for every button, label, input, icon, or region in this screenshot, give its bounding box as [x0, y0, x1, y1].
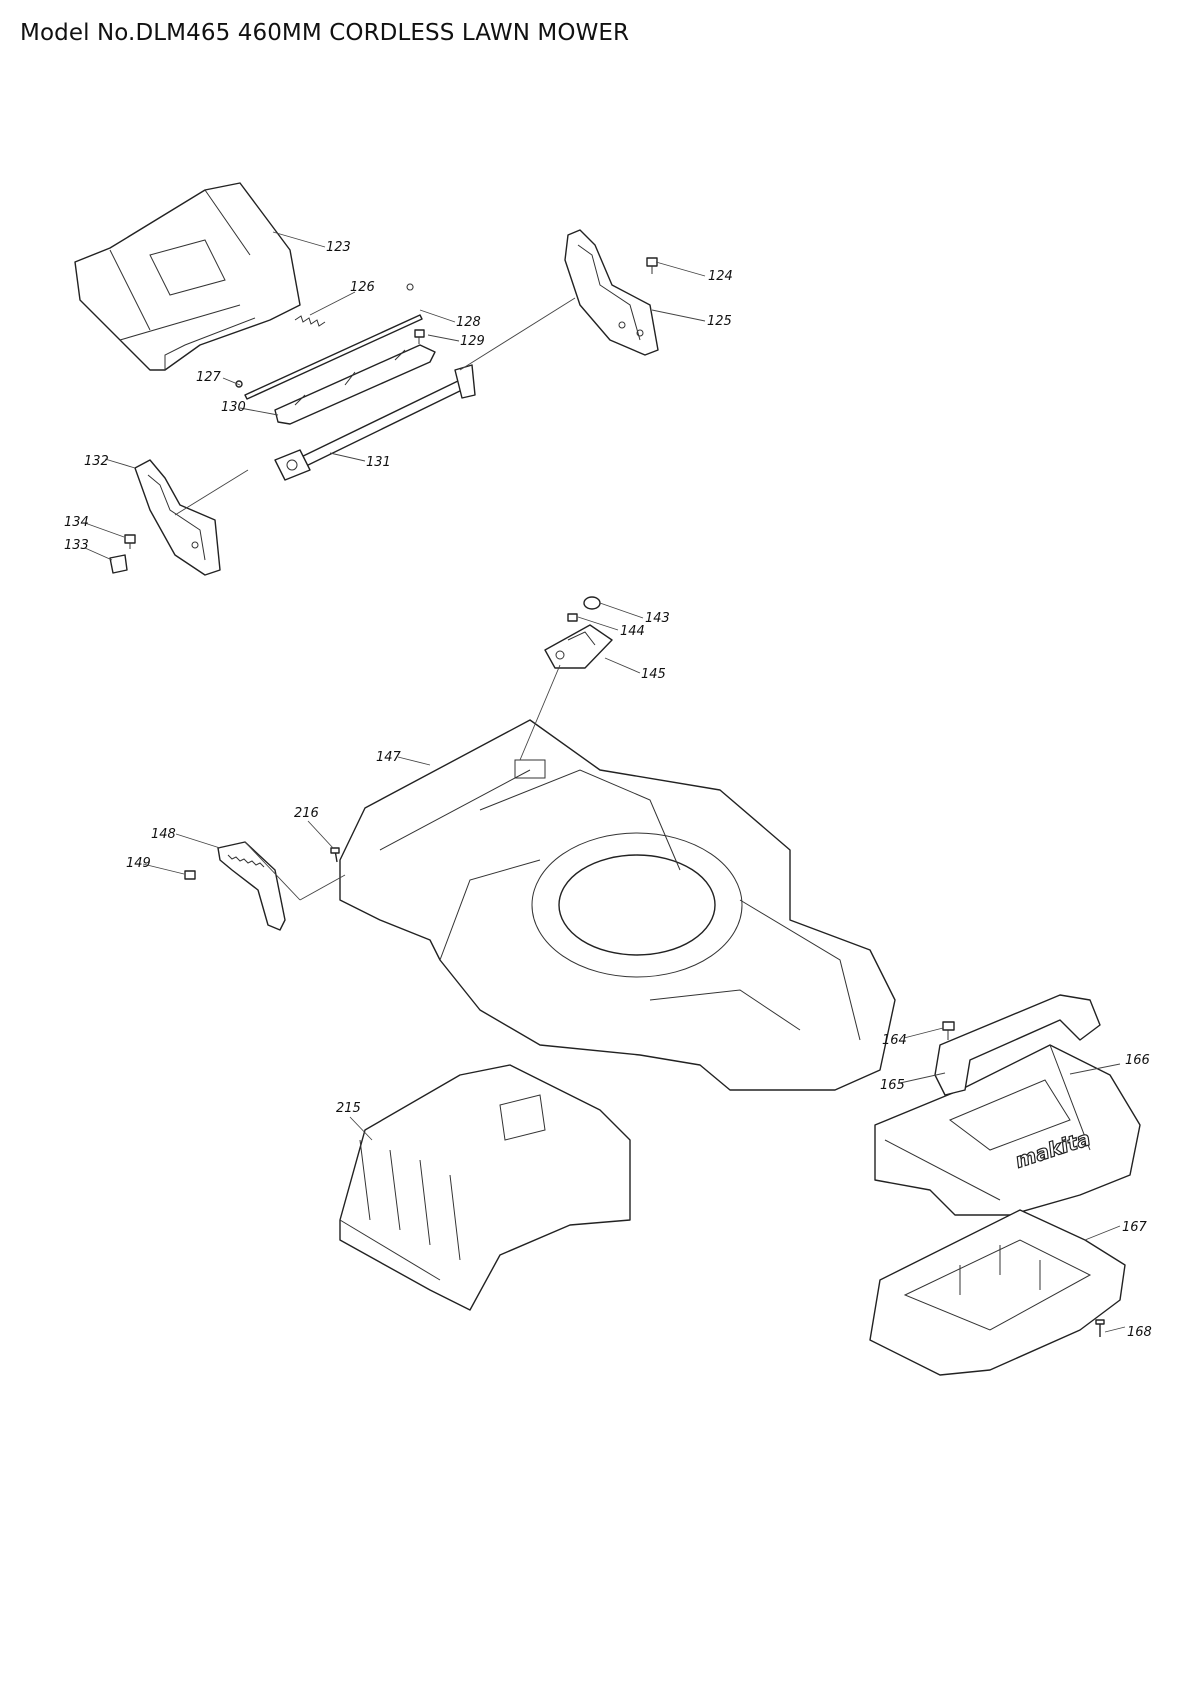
part-124-screw[interactable] — [646, 257, 658, 274]
part-216-screw[interactable] — [330, 847, 340, 863]
label-165[interactable]: 165 — [880, 1078, 905, 1093]
part-215-rear-flap[interactable] — [339, 1064, 631, 1311]
label-164[interactable]: 164 — [882, 1033, 907, 1048]
part-167-battery-tray[interactable] — [869, 1209, 1126, 1376]
label-133[interactable]: 133 — [64, 538, 89, 553]
part-134-screw[interactable] — [124, 534, 136, 549]
label-130[interactable]: 130 — [221, 400, 246, 415]
page-title: Model No.DLM465 460MM CORDLESS LAWN MOWE… — [20, 20, 630, 46]
label-126[interactable]: 126 — [350, 280, 375, 295]
label-131[interactable]: 131 — [366, 455, 391, 470]
label-123[interactable]: 123 — [326, 240, 351, 255]
part-129-screw[interactable] — [414, 329, 425, 344]
part-168-screw[interactable] — [1095, 1319, 1105, 1337]
part-128-rod[interactable] — [244, 283, 423, 400]
part-165-handle[interactable] — [934, 994, 1101, 1096]
label-124[interactable]: 124 — [708, 269, 733, 284]
part-148-rack[interactable] — [217, 841, 286, 931]
label-145[interactable]: 145 — [641, 667, 666, 682]
part-133-clip[interactable] — [109, 554, 128, 574]
part-125-bracket-right[interactable] — [564, 229, 659, 356]
part-164-screw[interactable] — [942, 1021, 955, 1040]
label-144[interactable]: 144 — [620, 624, 645, 639]
label-216[interactable]: 216 — [294, 806, 319, 821]
part-143-knob[interactable] — [583, 596, 601, 610]
part-147-deck[interactable] — [339, 719, 896, 1091]
label-134[interactable]: 134 — [64, 515, 89, 530]
label-132[interactable]: 132 — [84, 454, 109, 469]
part-130-hinge-plate[interactable] — [274, 344, 436, 425]
label-129[interactable]: 129 — [460, 334, 485, 349]
part-145-lever[interactable] — [544, 624, 613, 669]
label-168[interactable]: 168 — [1127, 1325, 1152, 1340]
part-131-axle[interactable] — [274, 364, 476, 481]
label-128[interactable]: 128 — [456, 315, 481, 330]
label-166[interactable]: 166 — [1125, 1053, 1150, 1068]
label-147[interactable]: 147 — [376, 750, 402, 765]
part-132-bracket-left[interactable] — [134, 459, 221, 576]
label-143[interactable]: 143 — [645, 611, 670, 626]
leader-lines — [84, 231, 1126, 1333]
label-148[interactable]: 148 — [151, 827, 176, 842]
part-labels: 123 124 125 126 127 128 129 130 131 132 … — [64, 240, 1152, 1340]
label-149[interactable]: 149 — [126, 856, 151, 871]
part-127-clip[interactable] — [235, 380, 243, 388]
label-127[interactable]: 127 — [196, 370, 222, 385]
label-125[interactable]: 125 — [707, 314, 732, 329]
part-144-screw[interactable] — [567, 613, 578, 622]
part-166-battery-cover[interactable]: makita — [874, 1044, 1141, 1216]
part-126-spring[interactable] — [294, 315, 326, 327]
label-215[interactable]: 215 — [336, 1101, 361, 1116]
part-149-screw[interactable] — [184, 870, 196, 880]
part-123-cover[interactable] — [74, 182, 301, 371]
label-167[interactable]: 167 — [1122, 1220, 1148, 1235]
